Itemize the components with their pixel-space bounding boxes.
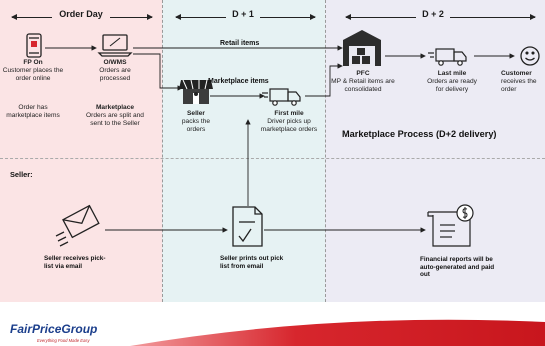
last-mile-truck-icon (428, 48, 467, 66)
store-icon (179, 79, 213, 104)
process-title: Marketplace Process (D+2 delivery) (342, 129, 497, 139)
marketplace-node: Marketplace Orders are split and sent to… (82, 104, 148, 128)
truck-icon (262, 88, 301, 106)
pick-list-print-note: Seller prints out pick list from email (220, 255, 284, 270)
d2-arrow-right (450, 14, 536, 20)
order-note: Order has marketplace items (6, 104, 60, 119)
d1-band (162, 0, 325, 302)
financial-report-note: Financial reports will be auto-generated… (420, 256, 495, 279)
laptop-icon (97, 34, 133, 57)
owms-title: O/WMS (103, 59, 127, 66)
phone-icon (26, 33, 42, 58)
customer-title: Customer (501, 70, 532, 77)
customer-node: Customer receives the order (501, 70, 545, 94)
retail-items-label: Retail items (220, 40, 260, 47)
last-mile-node: Last mile Orders are ready for delivery (424, 70, 480, 94)
seller-section-label: Seller: (10, 170, 33, 179)
fp-on-node: FP On Customer places the order online (2, 59, 64, 83)
seller-title: Seller (187, 110, 205, 117)
pfc-node: PFC MP & Retail items are consolidated (330, 70, 396, 94)
divider-d1 (325, 0, 326, 302)
arrow-marketplace-to-seller (133, 53, 183, 91)
pfc-title: PFC (356, 70, 370, 77)
envelope-icon (55, 204, 100, 247)
warehouse-icon (343, 30, 381, 66)
pick-list-receive-note: Seller receives pick-list via email (44, 255, 106, 270)
first-mile-text: Driver picks up marketplace orders (260, 118, 318, 133)
order-day-arrow-left (11, 14, 52, 20)
last-mile-text: Orders are ready for delivery (427, 78, 477, 93)
fairprice-tagline: Everything Food Made Easy (37, 338, 90, 343)
last-mile-title: Last mile (437, 70, 467, 77)
d1-arrow-right (260, 14, 316, 20)
seller-text: packs the orders (181, 118, 211, 133)
pick-list-icon (232, 206, 263, 247)
customer-text: receives the order (501, 78, 537, 93)
owms-node: O/WMS Orders are processed (84, 59, 146, 83)
fp-on-title: FP On (23, 59, 43, 66)
d1-arrow-left (175, 14, 226, 20)
owms-text: Orders are processed (99, 67, 131, 82)
divider-order-day (162, 0, 163, 302)
seller-node: Seller packs the orders (174, 110, 218, 134)
marketplace-text: Orders are split and sent to the Seller (86, 112, 144, 127)
footer-red-band (130, 319, 545, 346)
marketplace-items-label: Marketplace items (208, 78, 269, 85)
header-order-day: Order Day (59, 9, 103, 19)
header-d2: D + 2 (422, 9, 444, 19)
header-d1: D + 1 (232, 9, 254, 19)
seller-section-divider (0, 158, 545, 159)
first-mile-node: First mile Driver picks up marketplace o… (254, 110, 324, 134)
fp-on-text: Customer places the order online (2, 67, 64, 82)
financial-report-icon (427, 204, 474, 247)
customer-face-icon (520, 46, 540, 66)
marketplace-title: Marketplace (95, 104, 135, 111)
fairprice-logo: FairPriceGroup (10, 322, 98, 336)
order-day-arrow-right (110, 14, 153, 20)
arrow-first-mile-to-pfc (305, 63, 343, 97)
d2-arrow-left (345, 14, 416, 20)
first-mile-title: First mile (274, 110, 304, 117)
pfc-text: MP & Retail items are consolidated (331, 78, 395, 93)
